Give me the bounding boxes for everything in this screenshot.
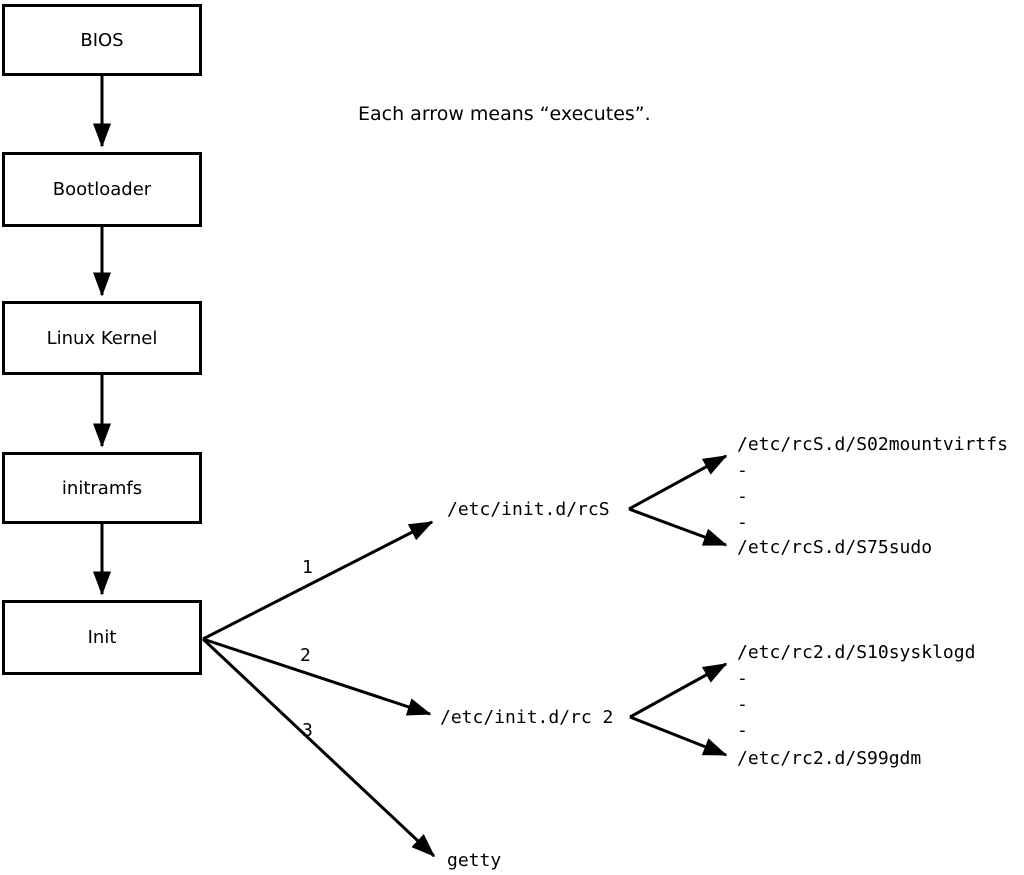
box-initramfs-label: initramfs [61,477,143,499]
node-rcS-child: /etc/rcS.d/S02mountvirtfs [737,434,1008,455]
node-rcS-child: - [737,460,748,481]
box-init: Init [2,600,202,675]
arrow-rc2-to-s10sysklogd [629,662,728,719]
box-bootloader: Bootloader [2,152,202,227]
box-bios: BIOS [2,4,202,76]
node-rc2-child: /etc/rc2.d/S10sysklogd [737,642,976,663]
arrow-rcS-to-s75sudo [628,507,728,547]
box-init-label: Init [87,627,117,648]
arrow-rcS-to-s02mountvirtfs [628,454,728,511]
box-linux-kernel: Linux Kernel [2,301,202,375]
arrow-rc2-to-s99gdm [629,715,728,757]
node-rc2-child: - [737,694,748,715]
node-rc2-child: - [737,668,748,689]
box-bootloader-label: Bootloader [52,179,152,200]
node-rcS-child: - [737,512,748,533]
arrow-label-1: 1 [302,557,313,578]
node-etc-init-d-rc2: /etc/init.d/rc 2 [440,707,614,728]
arrow-label-3: 3 [302,720,313,741]
caption: Each arrow means “executes”. [358,103,651,125]
node-getty: getty [447,850,502,871]
box-linux-kernel-label: Linux Kernel [46,327,158,349]
box-initramfs: initramfs [2,452,202,524]
node-etc-init-d-rcS: /etc/init.d/rcS [447,499,610,520]
node-rcS-child: /etc/rcS.d/S75sudo [737,537,933,558]
node-rc2-child: - [737,720,748,741]
box-bios-label: BIOS [80,29,124,51]
node-rcS-child: - [737,486,748,507]
node-rc2-child: /etc/rc2.d/S99gdm [737,748,922,769]
arrow-init-to-rcS [202,520,434,641]
arrow-init-to-getty [201,637,436,858]
arrow-label-2: 2 [300,645,311,666]
arrow-init-to-rc2 [202,637,432,716]
